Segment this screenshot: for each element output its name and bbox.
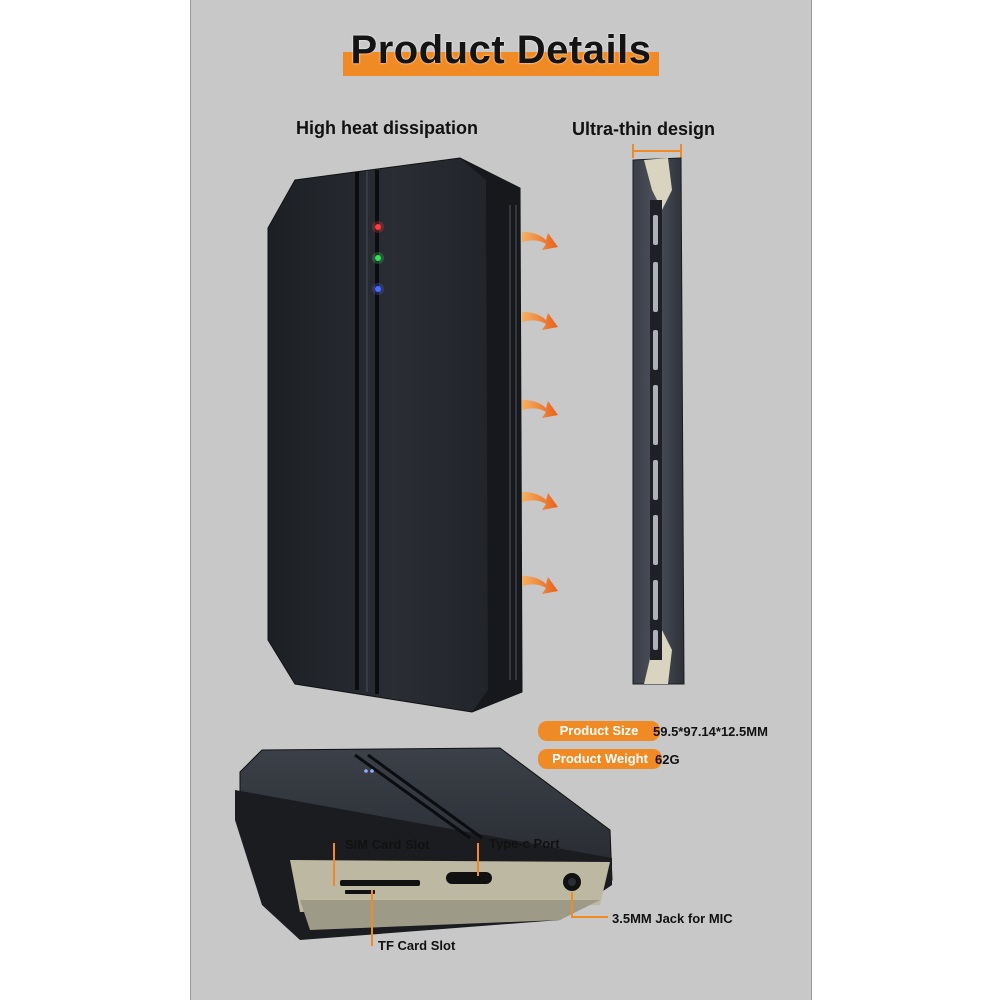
product-weight-value: 62G xyxy=(655,752,680,767)
product-size-value: 59.5*97.14*12.5MM xyxy=(653,724,768,739)
tf-card-slot-label: TF Card Slot xyxy=(378,938,456,953)
device-front-view xyxy=(267,157,523,713)
product-weight-label: Product Weight xyxy=(538,749,662,769)
heat-arrow-icon xyxy=(522,232,558,250)
type-c-port-label: Type-c Port xyxy=(489,836,560,851)
ultra-thin-heading: Ultra-thin design xyxy=(572,119,715,139)
heat-dissipation-heading: High heat dissipation xyxy=(296,118,479,138)
mic-jack-label: 3.5MM Jack for MIC xyxy=(612,911,733,926)
heat-arrow-icon xyxy=(522,400,558,418)
sim-card-slot-label: SIM Card Slot xyxy=(345,837,430,852)
led-red-icon xyxy=(375,224,381,230)
led-green-icon xyxy=(375,255,381,261)
heat-arrow-icon xyxy=(522,576,558,594)
heat-arrow-icon xyxy=(522,312,558,330)
page-title: Product Details xyxy=(350,28,652,72)
device-side-view xyxy=(632,144,685,685)
heat-arrow-icons xyxy=(522,232,558,594)
led-blue-icon xyxy=(375,286,381,292)
heat-arrow-icon xyxy=(522,492,558,510)
device-ports-view xyxy=(235,747,613,946)
title-underline xyxy=(343,52,659,76)
product-size-label: Product Size xyxy=(538,721,660,741)
